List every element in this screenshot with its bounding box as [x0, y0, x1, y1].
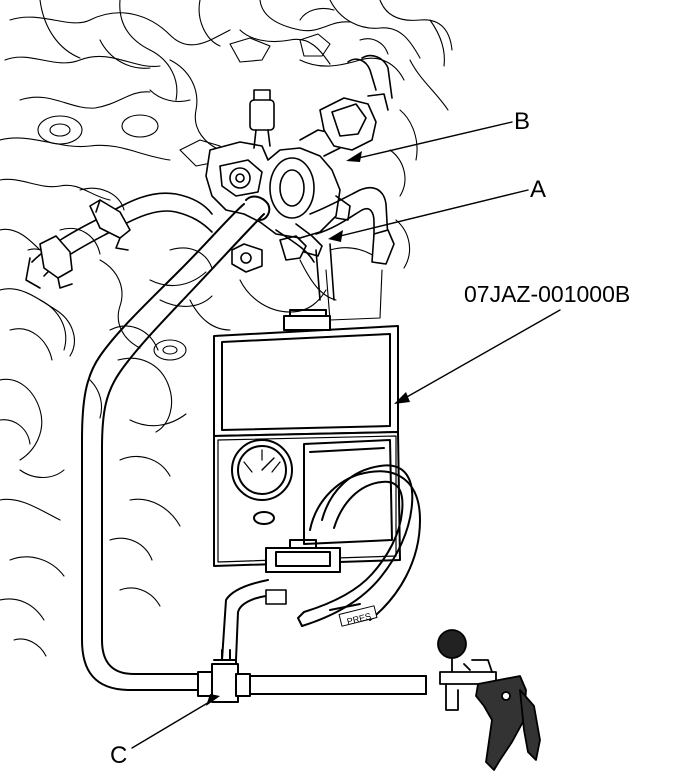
pres-tag — [338, 605, 378, 627]
tool-case — [213, 309, 401, 573]
callout-label-b: B — [514, 108, 531, 135]
leader-b — [349, 121, 513, 161]
intake-hose — [25, 192, 213, 289]
center-tube — [275, 229, 335, 301]
callout-label-c: C — [110, 742, 128, 769]
outlet-hose — [309, 186, 395, 265]
arrowheads — [206, 151, 410, 706]
case-hoses — [221, 464, 421, 661]
leader-a — [331, 189, 529, 239]
vacuum-pump — [437, 629, 541, 771]
t-fitting — [197, 649, 427, 703]
callout-label-a: A — [530, 176, 547, 203]
leader-c — [131, 697, 217, 749]
test-hose — [81, 195, 271, 691]
callout-label-tool-number: 07JAZ-001000B — [464, 281, 631, 307]
valve-assembly — [205, 54, 393, 273]
leader-tool — [397, 309, 561, 403]
leader-lines — [131, 121, 561, 749]
